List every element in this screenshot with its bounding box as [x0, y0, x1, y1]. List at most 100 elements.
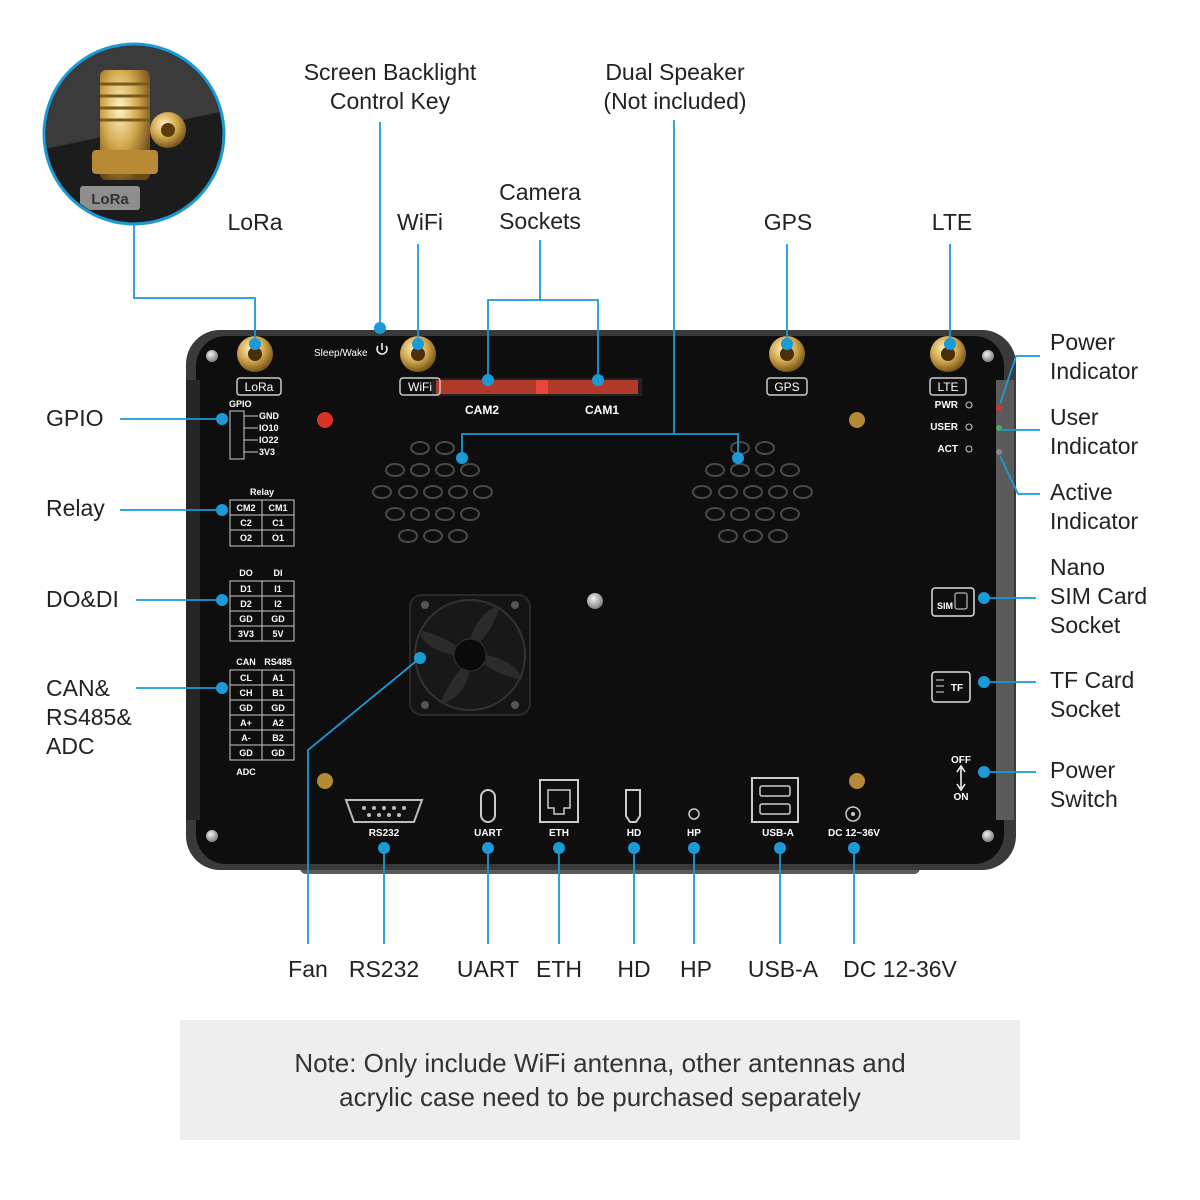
dodi-pin: D1 [240, 584, 252, 594]
dodi-pin: D2 [240, 599, 252, 609]
note-line: acrylic case need to be purchased separa… [339, 1082, 861, 1112]
can-title: CAN [236, 657, 256, 667]
sma-connector-icon [92, 70, 186, 180]
sim-card-icon: SIM [931, 587, 975, 617]
antenna-lte: LTE [929, 336, 967, 396]
can-pin: GD [271, 748, 285, 758]
relay-pin: O1 [272, 533, 284, 543]
callout-dc: DC 12-36V [843, 956, 957, 982]
can-pin: CL [240, 673, 252, 683]
note-text: Note: Only include WiFi antenna, other a… [180, 1046, 1020, 1114]
callout-line: SIM Card [1050, 583, 1148, 609]
antenna-tag-lte: LTE [937, 380, 958, 394]
sleep-wake-label: Sleep/Wake [314, 348, 368, 359]
callout-line: Socket [1050, 696, 1121, 722]
relay-pin: CM1 [268, 503, 287, 513]
usb-a-icon: USB-A [751, 777, 799, 839]
callout-relay: Relay [46, 495, 105, 521]
callout-wifi: WiFi [397, 209, 443, 235]
antenna-tag-wifi: WiFi [408, 380, 432, 394]
relay-pin: C2 [240, 518, 252, 528]
callout-line: Power [1050, 757, 1116, 783]
callout-line: Switch [1050, 786, 1118, 812]
callout-usb-a: USB-A [747, 956, 819, 982]
callout-line: Nano [1050, 554, 1105, 580]
usb-c-icon: UART [474, 789, 502, 839]
callout-line: TF Card [1050, 667, 1135, 693]
callout-eth: ETH [536, 956, 582, 982]
can-pin: CH [240, 688, 253, 698]
callout-dots [216, 322, 990, 854]
tf-tag: TF [951, 683, 963, 694]
callout-line: User [1050, 404, 1099, 430]
antenna-gps: GPS [766, 336, 808, 396]
led-label-user: USER [930, 422, 959, 433]
callout-lines [120, 120, 1040, 944]
callout-do-di: DO&DI [46, 586, 119, 612]
gpio-pin-io10: IO10 [259, 423, 279, 433]
can-pin: GD [239, 703, 253, 713]
callout-line: Active [1050, 479, 1113, 505]
led-label-pwr: PWR [935, 400, 959, 411]
callout-user-indicator: User Indicator [1050, 403, 1138, 461]
callout-line: Sockets [499, 208, 581, 234]
power-switch: OFF ON [951, 755, 971, 803]
gpio-pin-gnd: GND [259, 411, 280, 421]
callout-line: Power [1050, 329, 1116, 355]
callout-line: CAN& [46, 675, 110, 701]
callout-hd: HD [617, 956, 651, 982]
do-title: DO [239, 568, 253, 578]
board-screws [206, 350, 994, 842]
callout-line: Dual Speaker [605, 59, 745, 85]
port-label-eth: ETH [549, 828, 569, 839]
callout-uart: UART [456, 956, 520, 982]
switch-off-label: OFF [951, 755, 971, 766]
callout-gpio: GPIO [46, 405, 104, 431]
lora-connector-inset: LoRa [42, 42, 226, 226]
rs485-title: RS485 [264, 657, 292, 667]
callout-line: Indicator [1050, 508, 1139, 534]
relay-pin: C1 [272, 518, 284, 528]
cam1-label: CAM1 [585, 403, 619, 417]
inset-lora-tag: LoRa [91, 191, 129, 208]
callout-lte: LTE [931, 209, 973, 235]
callout-line: Camera [499, 179, 581, 205]
relay-title: Relay [250, 487, 274, 497]
can-pin: A- [241, 733, 251, 743]
callout-lora: LoRa [227, 209, 283, 235]
cam2-label: CAM2 [465, 403, 499, 417]
speaker-grille-left [372, 441, 493, 543]
can-pin: GD [239, 748, 253, 758]
note-box: Note: Only include WiFi antenna, other a… [180, 1020, 1020, 1140]
ethernet-icon: ETH [539, 779, 579, 839]
antenna-tag-lora: LoRa [245, 380, 274, 394]
callout-line: Socket [1050, 612, 1121, 638]
callout-dual-speaker: Dual Speaker (Not included) [575, 58, 775, 116]
dodi-pin: I1 [274, 584, 282, 594]
relay-pin: O2 [240, 533, 252, 543]
port-rs232: RS232 [344, 799, 424, 839]
antenna-wifi: WiFi [399, 336, 441, 396]
relay-block: Relay CM2 CM1 C2 C1 O2 O1 [229, 487, 295, 547]
di-title: DI [274, 568, 283, 578]
callout-power-indicator: Power Indicator [1050, 328, 1138, 386]
dc-jack-icon: DC 12~36V [828, 806, 880, 839]
callout-active-indicator: Active Indicator [1050, 478, 1138, 536]
gpio-pin-io22: IO22 [259, 435, 279, 445]
antenna-tag-gps: GPS [774, 380, 799, 394]
can-pin: GD [271, 703, 285, 713]
callout-camera-sockets: Camera Sockets [470, 178, 610, 236]
dodi-pin: GD [271, 614, 285, 624]
relay-pin: CM2 [236, 503, 255, 513]
dodi-block: DO DI D1 I1 D2 I2 GD GD 3V3 5V [229, 568, 295, 642]
adc-title: ADC [236, 767, 256, 777]
callout-line: ADC [46, 733, 95, 759]
can-rs485-block: CAN RS485 CL A1 CH B1 GD GD A+ A2 A- B2 … [229, 657, 295, 777]
port-label-rs232: RS232 [369, 828, 400, 839]
callout-gps: GPS [763, 209, 813, 235]
switch-on-label: ON [954, 792, 969, 803]
callout-nano-sim: Nano SIM Card Socket [1050, 553, 1147, 640]
callout-power-switch: Power Switch [1050, 756, 1118, 814]
can-pin: A2 [272, 718, 284, 728]
